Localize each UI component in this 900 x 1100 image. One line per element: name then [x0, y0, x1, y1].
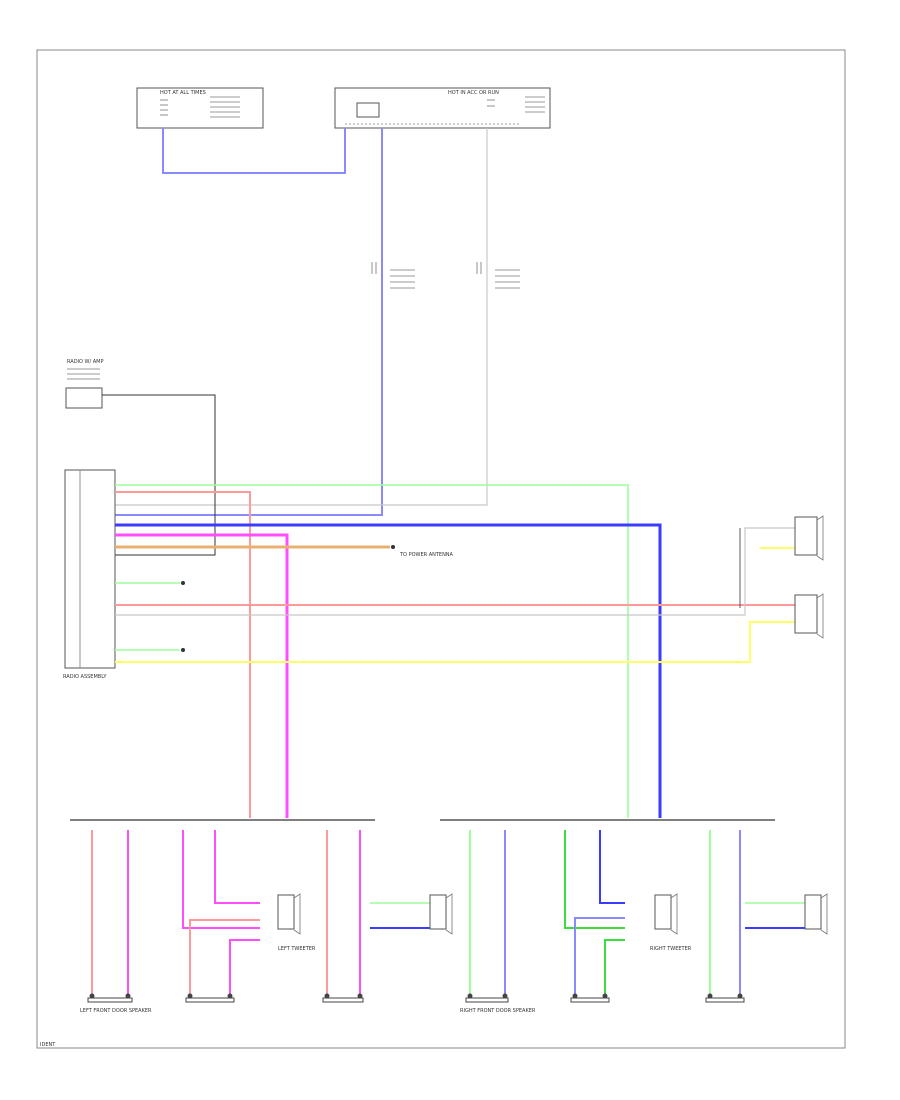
door-speaker-1: LEFT FRONT DOOR SPEAKER [80, 993, 152, 1014]
tweeter-right-2 [804, 893, 828, 935]
door-speaker-4: RIGHT FRONT DOOR SPEAKER [460, 993, 536, 1014]
wire-lf-tw-pnk2 [214, 830, 260, 904]
amp-box: RADIO W/ AMP [65, 359, 104, 409]
footer-ident: IDENT [40, 1042, 56, 1048]
wire-blu-dark [115, 523, 662, 818]
fuse-box-left: HOT AT ALL TIMES [136, 87, 264, 129]
inline-connector-1 [371, 262, 415, 289]
rf-tweeter-label: RIGHT TWEETER [650, 946, 692, 952]
wire-ylw [115, 621, 795, 663]
wire-gry-vertical [115, 128, 488, 506]
tweeter-right-1: RIGHT TWEETER [650, 893, 692, 952]
door-speaker-6 [705, 993, 745, 1003]
fuse-right-title: HOT IN ACC OR RUN [448, 90, 499, 96]
wire-gry-2 [115, 527, 795, 616]
speaker-rear-left [794, 515, 824, 561]
radio-label: RADIO ASSEMBLY [63, 674, 107, 680]
wire-rf-tw-grn2 [604, 939, 625, 995]
tweeter-left-1: LEFT TWEETER [277, 893, 316, 952]
diagram-frame [36, 49, 846, 1049]
inline-connector-2 [476, 262, 520, 289]
tweeter-left-2 [429, 893, 453, 935]
lf-door-label-1: LEFT FRONT DOOR SPEAKER [80, 1008, 152, 1014]
radio-connector: RADIO ASSEMBLY [63, 469, 116, 680]
door-speaker-2 [185, 993, 235, 1003]
rf-door-label-1: RIGHT FRONT DOOR SPEAKER [460, 1008, 536, 1014]
wire-blu-top [162, 128, 346, 174]
wire-red-1 [115, 491, 251, 818]
fuse-box-right: HOT IN ACC OR RUN [334, 87, 551, 129]
antenna-label: TO POWER ANTENNA [399, 552, 454, 558]
lf-tweeter-label: LEFT TWEETER [278, 946, 316, 952]
wire-blu-vertical [115, 128, 383, 516]
wire-blk-amp [102, 394, 216, 556]
amp-label: RADIO W/ AMP [67, 359, 104, 365]
wire-lf-tw-pnk [182, 830, 260, 929]
wire-pnk-1 [115, 533, 289, 818]
wire-rf-tw-blu2 [574, 917, 625, 995]
wire-rf-tw-grn [564, 830, 625, 929]
wire-lt-grn [115, 484, 629, 818]
fuse-left-title: HOT AT ALL TIMES [160, 90, 206, 96]
door-speaker-5 [570, 993, 610, 1003]
speaker-rear-right [794, 593, 824, 639]
wire-rf-tw-blu [599, 830, 625, 904]
wire-lf-tw-red [189, 919, 260, 995]
door-speaker-3 [322, 993, 364, 1003]
wire-lf-tw-pnk3 [229, 939, 260, 995]
